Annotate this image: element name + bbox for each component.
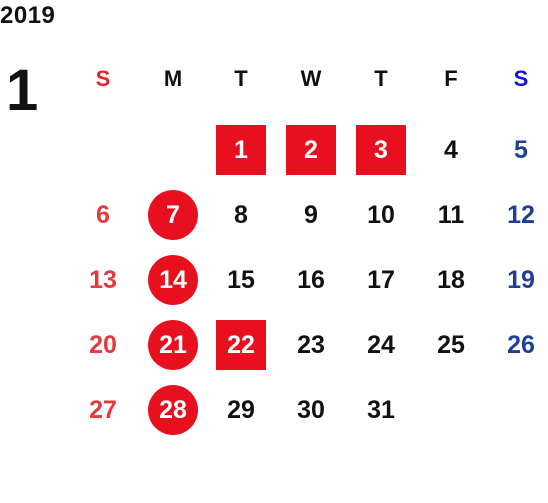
day-cell: 21	[148, 320, 198, 370]
day-cell: 5	[514, 135, 528, 164]
day-cell: 17	[367, 265, 395, 294]
day-cell: 31	[367, 395, 395, 424]
day-cell: 30	[297, 395, 325, 424]
weekday-mon: M	[163, 66, 183, 91]
day-cell: 22	[216, 320, 266, 370]
day-cell: 6	[96, 200, 110, 229]
weekday-sat: S	[513, 66, 529, 91]
year-label: 2019	[0, 2, 56, 29]
day-cell: 23	[297, 330, 325, 359]
weekday-sun: S	[95, 66, 111, 91]
day-cell: 15	[227, 265, 255, 294]
day-cell: 3	[356, 125, 406, 175]
day-cell: 20	[89, 330, 117, 359]
day-cell: 9	[304, 200, 318, 229]
day-cell: 4	[444, 135, 458, 164]
weekday-wed: W	[300, 66, 322, 91]
day-cell: 28	[148, 385, 198, 435]
weekday-tue: T	[234, 66, 248, 91]
day-cell: 11	[437, 200, 465, 229]
day-cell: 7	[148, 190, 198, 240]
day-cell: 2	[286, 125, 336, 175]
day-cell: 14	[148, 255, 198, 305]
day-cell: 16	[297, 265, 325, 294]
weekday-thu: T	[374, 66, 388, 91]
day-cell: 12	[507, 200, 535, 229]
day-cell: 25	[437, 330, 465, 359]
day-cell: 18	[437, 265, 465, 294]
month-label: 1	[6, 58, 39, 123]
day-cell: 29	[227, 395, 255, 424]
day-cell: 1	[216, 125, 266, 175]
day-cell: 8	[234, 200, 248, 229]
weekday-fri: F	[444, 66, 458, 91]
day-cell: 27	[89, 395, 117, 424]
day-cell: 13	[89, 265, 117, 294]
day-cell: 24	[367, 330, 395, 359]
day-cell: 26	[507, 330, 535, 359]
day-cell: 10	[367, 200, 395, 229]
day-cell: 19	[507, 265, 535, 294]
